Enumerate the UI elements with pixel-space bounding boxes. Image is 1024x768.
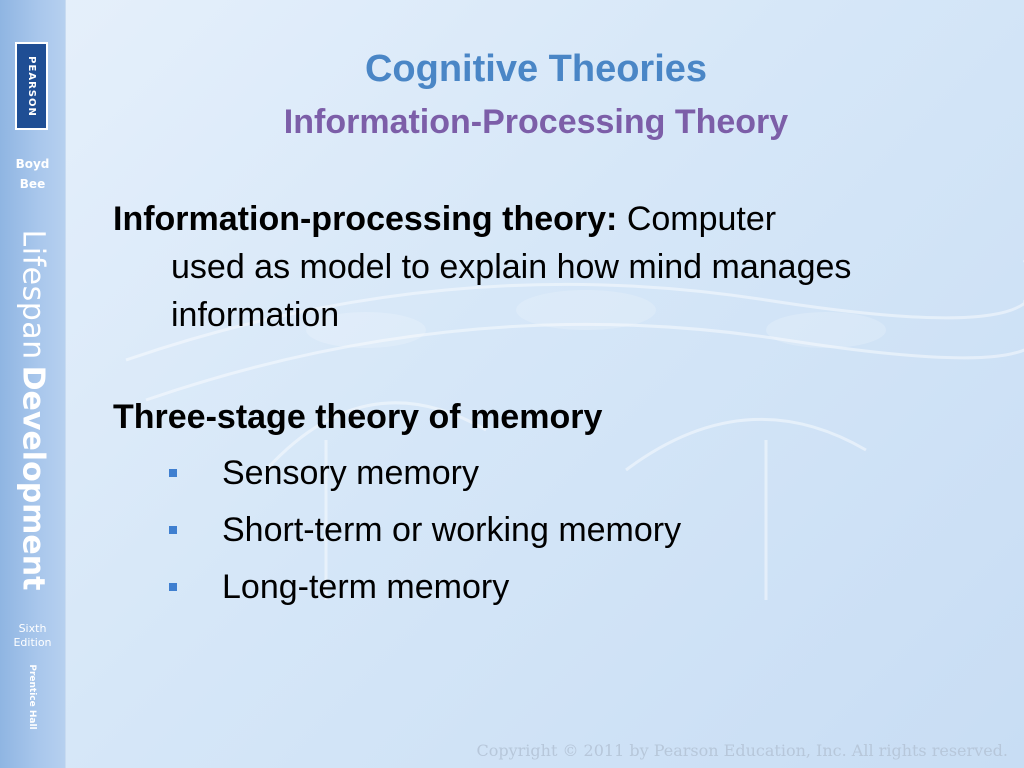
list-item: Short-term or working memory — [113, 502, 973, 559]
slide-body: Information-processing theory: Computer … — [113, 195, 973, 616]
pearson-logo: PEARSON — [15, 42, 48, 130]
bullet-square-icon — [169, 526, 177, 534]
slide-subtitle: Information-Processing Theory — [283, 103, 789, 141]
memory-list: Sensory memory Short-term or working mem… — [113, 445, 973, 616]
definition-term: Information-processing theory: — [113, 200, 618, 238]
list-item: Long-term memory — [113, 559, 973, 616]
author-name-1: Boyd — [15, 157, 50, 171]
list-item: Sensory memory — [113, 445, 973, 502]
book-title-bold: Development — [15, 365, 50, 591]
book-title-light: Lifespan — [15, 229, 50, 360]
sidebar: PEARSON Boyd Bee LifespanDevelopment Six… — [0, 0, 66, 768]
edition-line-2: Edition — [13, 636, 52, 649]
definition-paragraph: Information-processing theory: Computer … — [113, 195, 973, 339]
pearson-logo-text: PEARSON — [26, 55, 38, 117]
edition-label: Sixth Edition — [0, 622, 65, 650]
bullet-square-icon — [169, 583, 177, 591]
list-item-label: Long-term memory — [222, 568, 510, 606]
publisher-label: Prentice Hall — [27, 664, 37, 730]
slide-title: Cognitive Theories — [364, 48, 708, 90]
background-decoration — [125, 260, 1024, 600]
list-item-label: Sensory memory — [222, 454, 479, 492]
list-item-label: Short-term or working memory — [222, 511, 682, 549]
edition-line-1: Sixth — [18, 622, 47, 635]
memory-heading: Three-stage theory of memory — [113, 398, 603, 436]
copyright-notice: Copyright © 2011 by Pearson Education, I… — [476, 741, 1008, 760]
author-name-2: Bee — [19, 177, 46, 191]
bullet-square-icon — [169, 469, 177, 477]
book-title: LifespanDevelopment — [15, 230, 50, 591]
definition-rest: used as model to explain how mind manage… — [171, 248, 852, 334]
definition-first: Computer — [617, 200, 777, 238]
